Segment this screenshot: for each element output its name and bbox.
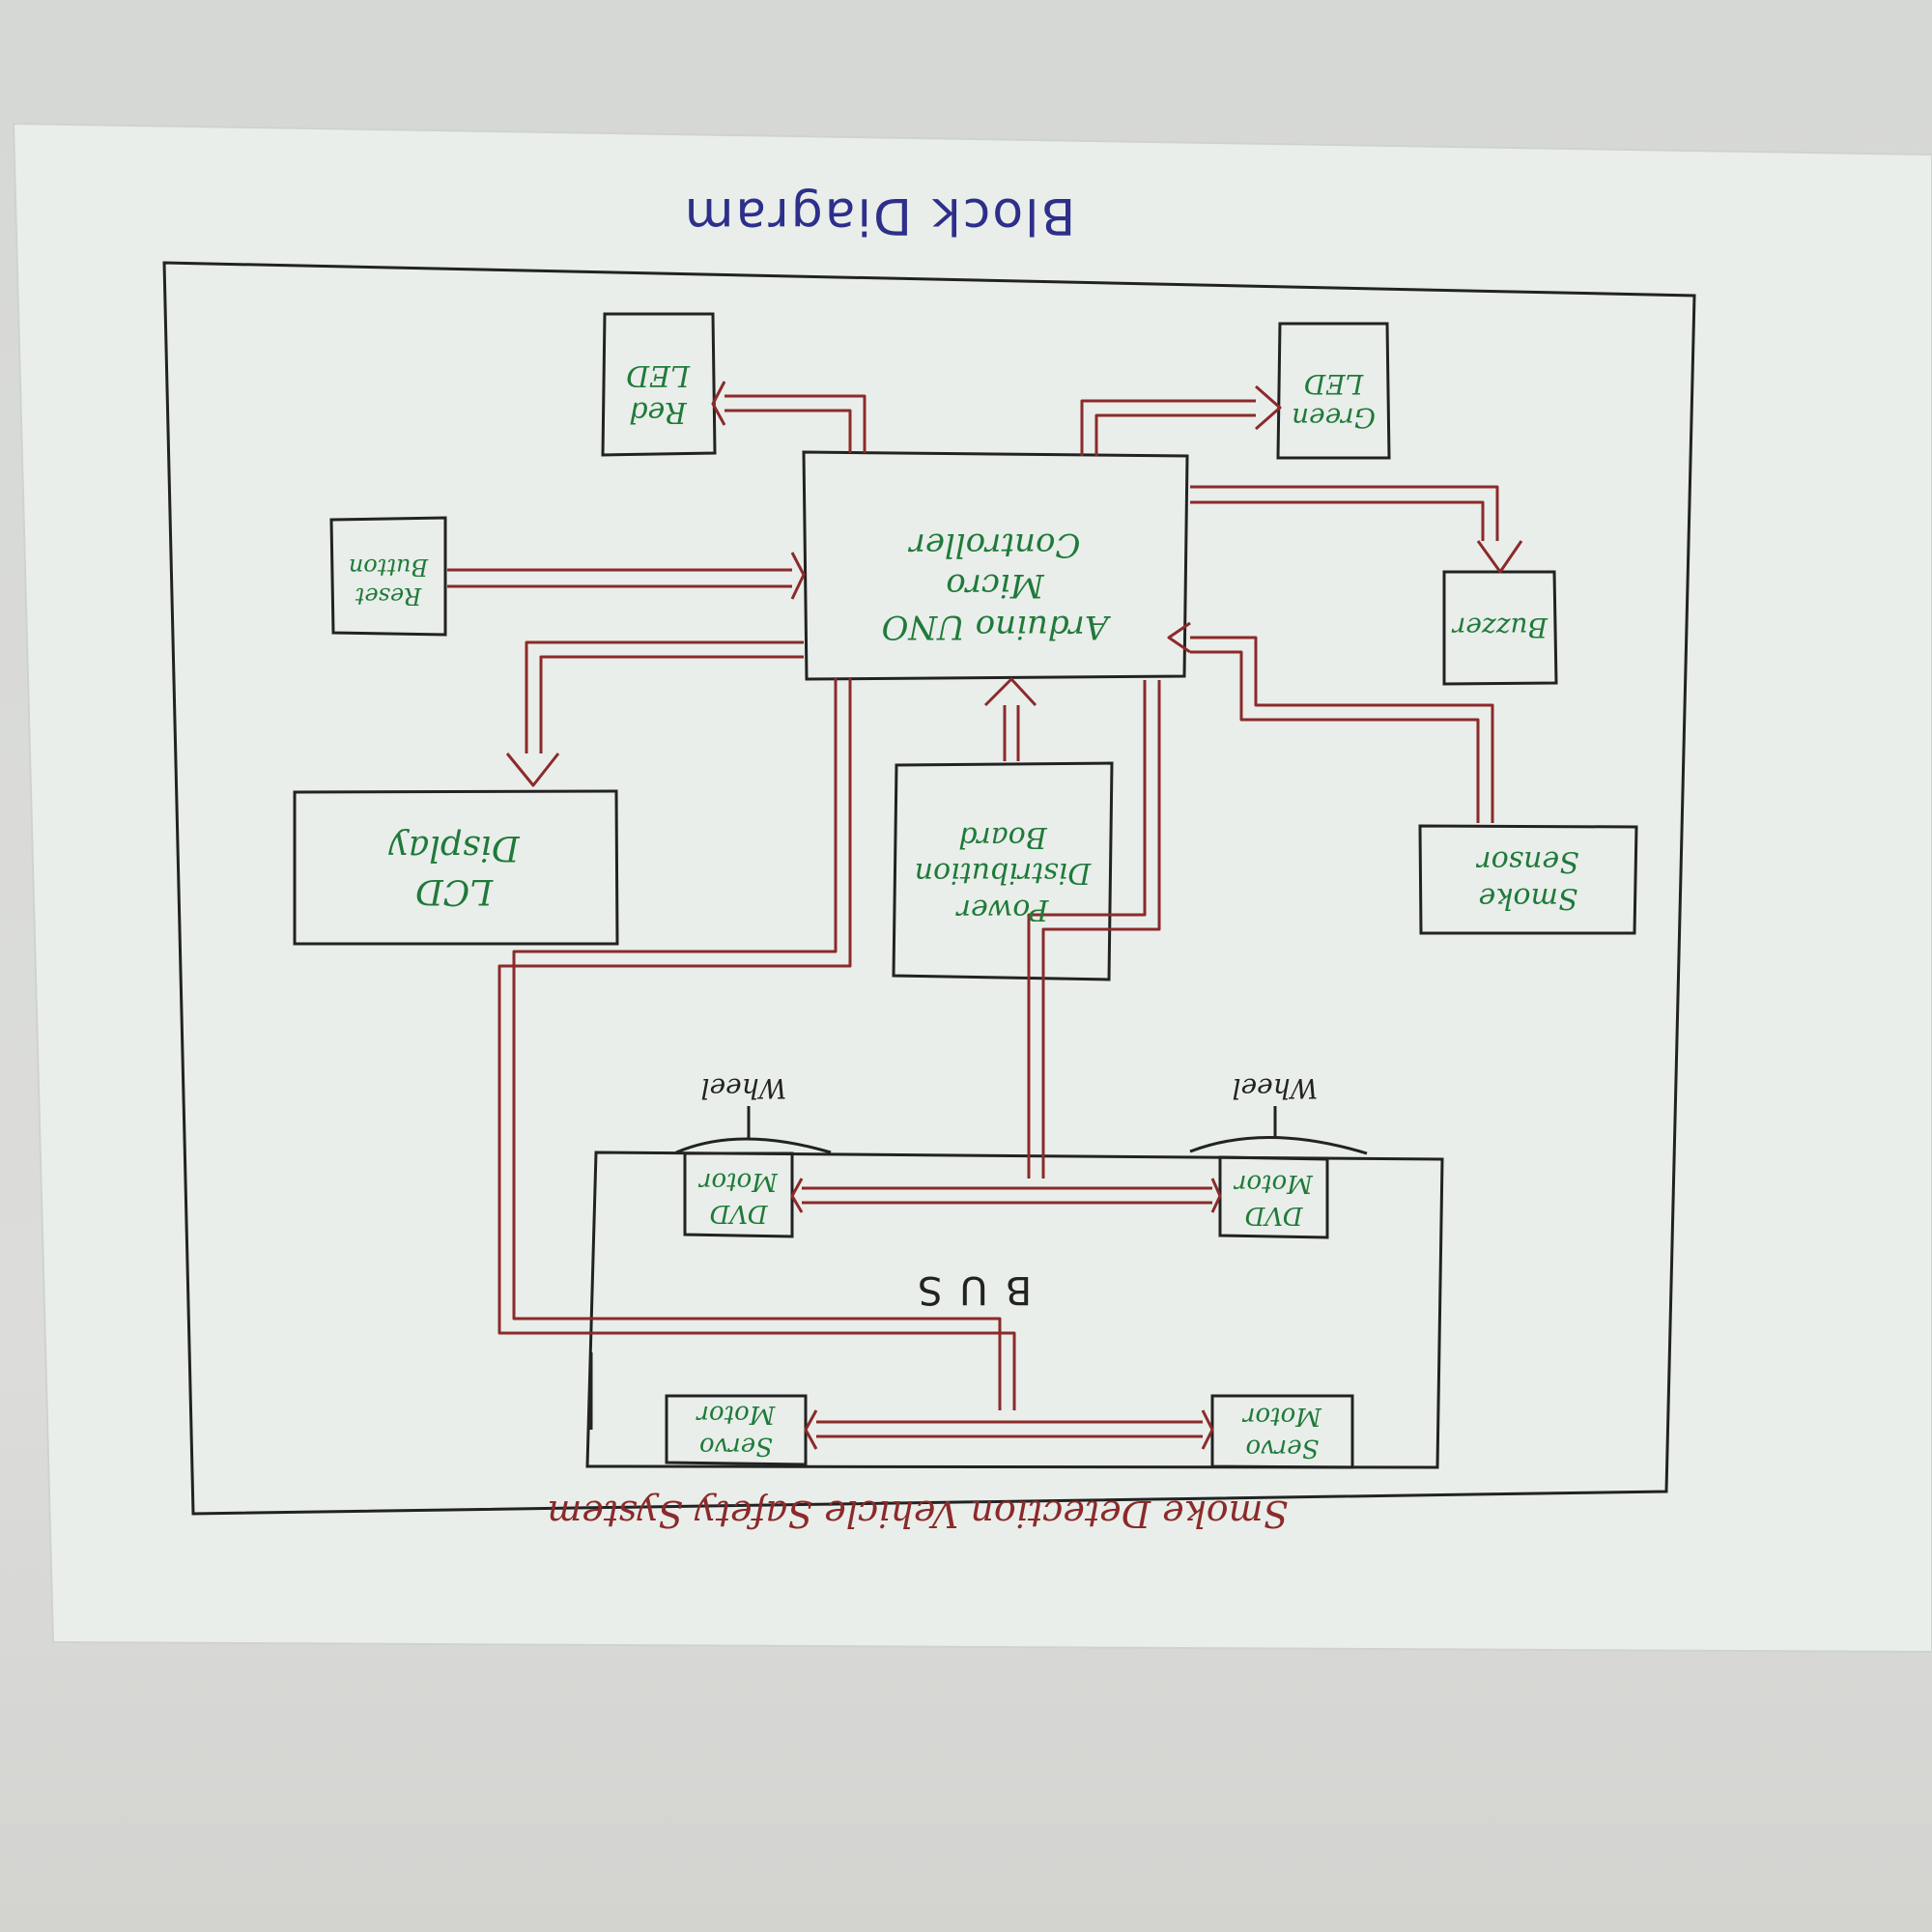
controller-box xyxy=(802,450,1189,681)
servo-motor-left-label: Servo Motor xyxy=(696,1400,776,1462)
arrow-controller-to-red-led xyxy=(711,381,867,453)
wheel-left-label: Wheel xyxy=(700,1072,787,1104)
wheel-right-label: Wheel xyxy=(1232,1072,1319,1104)
dvd-motor-left-label: DVD Motor xyxy=(699,1167,778,1229)
buzzer-box xyxy=(1442,570,1558,686)
bus-label: BUS xyxy=(899,1267,1033,1312)
paper-sheet xyxy=(12,122,1932,1654)
arrow-servo-motors xyxy=(804,1409,1214,1450)
dvd-motor-right-box xyxy=(1218,1155,1329,1239)
dvd-motor-left-box xyxy=(683,1151,794,1238)
wheel-right-arc xyxy=(1189,1136,1368,1155)
dvd-motor-right-label: DVD Motor xyxy=(1235,1169,1313,1231)
power-label: Power Distribution Board xyxy=(914,820,1092,926)
green-led-label: Green LED xyxy=(1292,368,1376,434)
outer-frame xyxy=(162,261,1696,1516)
servo-motor-right-box xyxy=(1210,1394,1354,1469)
arrow-controller-to-buzzer xyxy=(1190,485,1523,574)
arrow-reset-to-controller xyxy=(447,552,806,600)
smoke-sensor-box xyxy=(1418,824,1638,935)
green-led-box xyxy=(1276,322,1391,460)
arrow-controller-to-lcd xyxy=(505,640,804,787)
lcd-label: LCD Display xyxy=(388,828,520,911)
reset-button-box xyxy=(329,516,447,637)
arrow-dvd-motors xyxy=(790,1178,1222,1213)
diagram-title: Block Diagram xyxy=(682,186,1076,244)
power-box xyxy=(892,761,1114,981)
smoke-sensor-label: Smoke Sensor xyxy=(1477,844,1579,916)
bus-line-controller-to-servos xyxy=(497,678,1016,1410)
controller-label: Arduino UNO Micro Controller xyxy=(881,526,1109,646)
servo-motor-right-label: Servo Motor xyxy=(1243,1402,1321,1463)
arrow-power-to-controller xyxy=(983,677,1037,761)
diagram-subtitle: Smoke Detection Vehicle Safety System xyxy=(547,1492,1289,1535)
lcd-box xyxy=(293,789,619,946)
bus-line-controller-to-dvd xyxy=(1027,680,1161,1179)
servo-motor-left-box xyxy=(665,1394,808,1466)
arrow-controller-to-green-led xyxy=(1080,384,1282,456)
reset-button-label: Reset Button xyxy=(348,554,429,610)
wheel-left-arc xyxy=(675,1137,832,1154)
red-led-box xyxy=(601,312,717,457)
red-led-label: Red LED xyxy=(626,358,690,430)
buzzer-label: Buzzer xyxy=(1452,611,1548,643)
arrow-smoke-to-controller xyxy=(1167,621,1494,823)
